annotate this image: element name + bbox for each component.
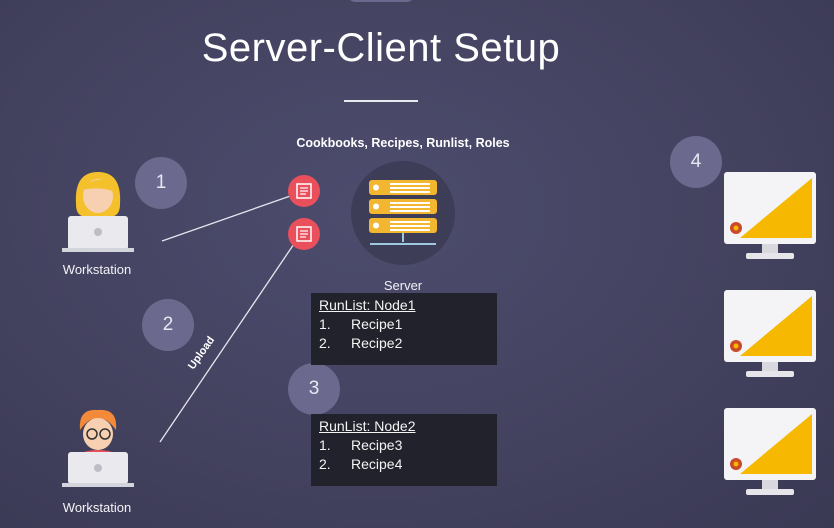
node-monitor-icon xyxy=(724,290,816,377)
upload-line-top xyxy=(161,193,297,242)
workstation-avatar-female-icon xyxy=(62,172,134,252)
runlist-node1: RunList: Node1 1. Recipe1 2. Recipe2 xyxy=(311,293,497,365)
runlist-item-recipe: Recipe3 xyxy=(351,437,403,453)
runlist-node2: RunList: Node2 1. Recipe3 2. Recipe4 xyxy=(311,414,497,486)
workstation-avatar-male-icon xyxy=(62,409,134,487)
recipe-document-icon xyxy=(288,218,320,250)
step-badge-2: 2 xyxy=(142,299,194,351)
step-badge-3: 3 xyxy=(288,363,340,415)
server-icon xyxy=(351,161,455,265)
workstation-label-bottom: Workstation xyxy=(62,500,132,515)
runlist-item-number: 2. xyxy=(319,335,331,351)
node-monitor-icon xyxy=(724,172,816,259)
topic-heading: Cookbooks, Recipes, Runlist, Roles xyxy=(296,136,510,150)
cookbook-document-icon xyxy=(288,175,320,207)
runlist-item-recipe: Recipe4 xyxy=(351,456,403,472)
runlist-item-recipe: Recipe2 xyxy=(351,335,403,351)
runlist-title: RunList: Node2 xyxy=(319,418,416,434)
runlist-item: 1. Recipe1 xyxy=(319,316,489,332)
page-title: Server-Client Setup xyxy=(201,26,561,70)
node-monitor-icon xyxy=(724,408,816,495)
runlist-item-number: 1. xyxy=(319,437,331,453)
step-badge-4: 4 xyxy=(670,136,722,188)
runlist-item-recipe: Recipe1 xyxy=(351,316,403,332)
runlist-item: 2. Recipe4 xyxy=(319,456,489,472)
top-decoration xyxy=(346,0,416,2)
runlist-item: 2. Recipe2 xyxy=(319,335,489,351)
step-badge-1: 1 xyxy=(135,157,187,209)
upload-line-bottom xyxy=(159,237,299,443)
runlist-item-number: 1. xyxy=(319,316,331,332)
runlist-title: RunList: Node1 xyxy=(319,297,416,313)
runlist-item: 1. Recipe3 xyxy=(319,437,489,453)
title-divider xyxy=(344,100,418,102)
runlist-item-number: 2. xyxy=(319,456,331,472)
workstation-label-top: Workstation xyxy=(62,262,132,277)
server-label: Server xyxy=(383,278,423,293)
